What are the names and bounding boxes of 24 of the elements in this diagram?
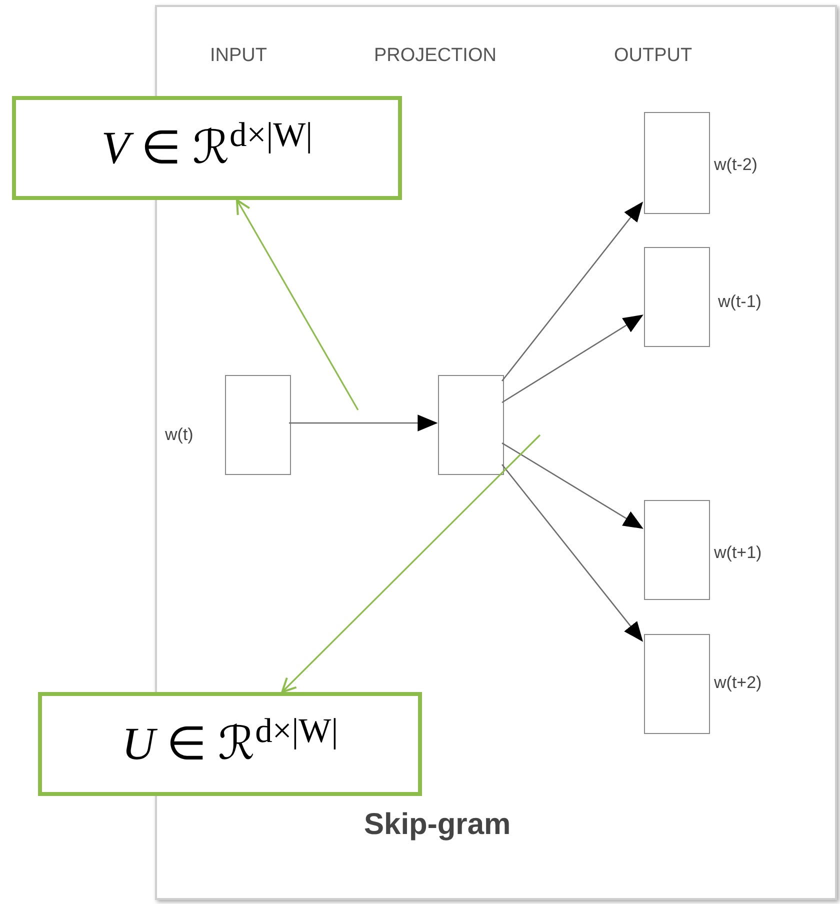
word-label: w(t-1) [718, 291, 762, 313]
leader-arrow [236, 199, 359, 410]
arrow [502, 442, 644, 529]
vector-box [644, 634, 710, 734]
word-label: w(t) [165, 424, 194, 446]
arrow [501, 202, 644, 382]
vector-box [644, 247, 710, 347]
node-label: Skip-gram [364, 807, 511, 843]
vector-box [644, 500, 710, 600]
vector-box [438, 375, 504, 475]
word-label: w(t-2) [714, 154, 758, 176]
column-heading: INPUT [210, 44, 267, 68]
arrow [289, 414, 438, 432]
word-label: w(t+2) [714, 672, 762, 694]
leader-arrow [281, 434, 541, 693]
word-label: w(t+1) [714, 542, 762, 564]
vector-box [644, 112, 710, 214]
formula-box [12, 96, 402, 200]
column-heading: PROJECTION [374, 44, 496, 68]
formula-box [38, 692, 422, 796]
arrow [502, 314, 644, 404]
vector-box [225, 375, 291, 475]
column-heading: OUTPUT [614, 44, 692, 68]
arrow [502, 464, 644, 642]
